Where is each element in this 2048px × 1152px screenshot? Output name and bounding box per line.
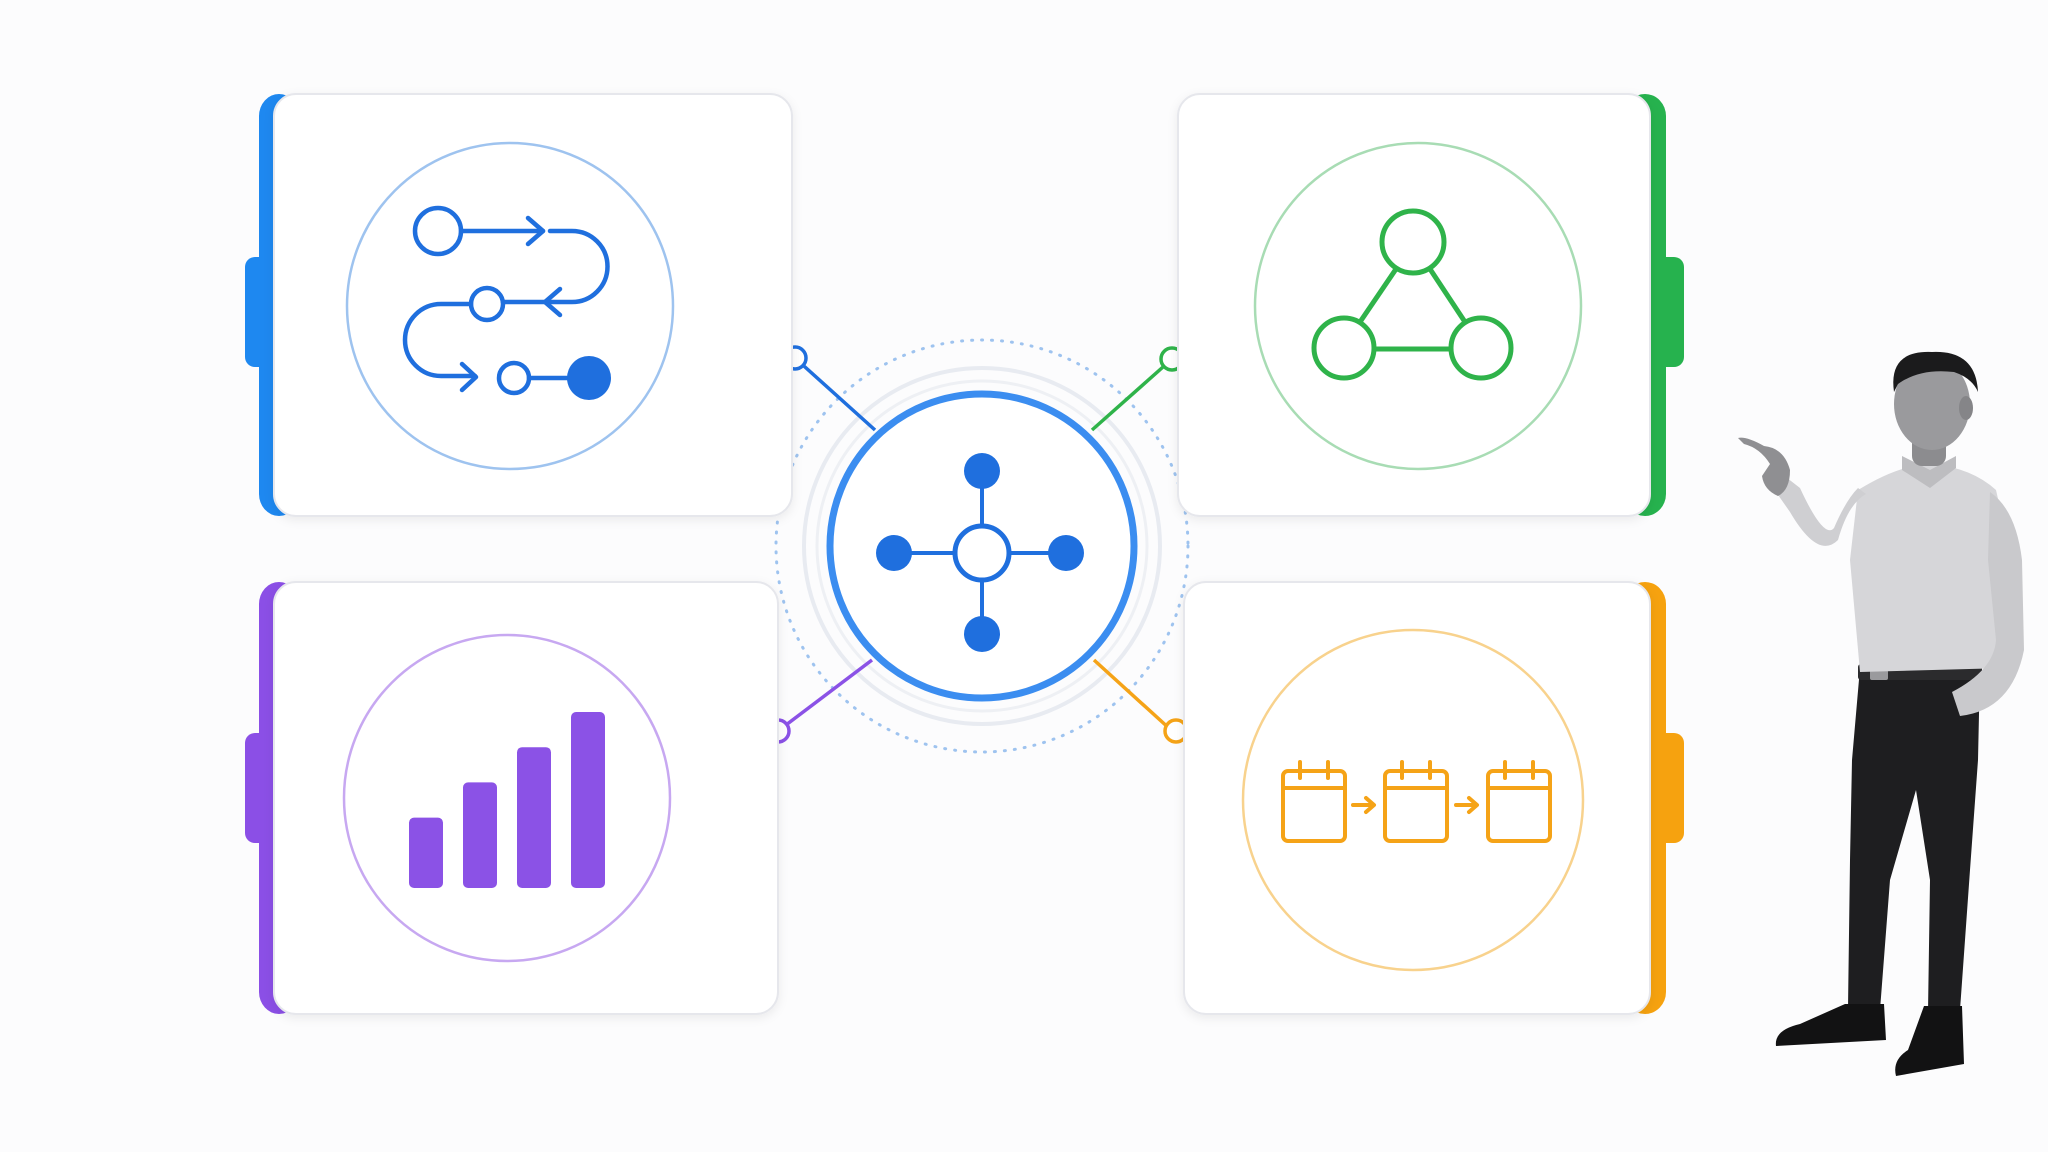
card-schedule-icon-circle xyxy=(1241,628,1585,972)
card-process-icon-circle xyxy=(345,141,675,471)
presenter-right-arm xyxy=(1952,492,2024,716)
card-network xyxy=(1177,93,1684,517)
presenter-right-shoe xyxy=(1895,1006,1964,1076)
presenter-pointing-hand xyxy=(1738,437,1790,496)
card-process xyxy=(245,93,793,517)
arrow-right-icon xyxy=(1351,796,1376,814)
calendar-icon xyxy=(1281,760,1347,843)
presenter-head xyxy=(1894,358,1970,450)
central-hub xyxy=(774,338,1190,754)
hub-outer-halo xyxy=(802,366,1162,726)
hub-dotted-halo xyxy=(774,338,1190,754)
card-analytics xyxy=(245,581,779,1015)
card-analytics-icon-circle xyxy=(342,633,672,963)
presenter-trousers xyxy=(1848,668,1980,1012)
presenter-ear xyxy=(1959,396,1973,420)
presenter-figure xyxy=(1738,351,2024,1076)
bar-2 xyxy=(463,782,497,888)
card-schedule-panel xyxy=(1183,581,1651,1015)
presenter-hair xyxy=(1893,351,1978,392)
arrow-right-icon xyxy=(1454,796,1479,814)
calendar-icon xyxy=(1486,760,1552,843)
card-network-panel xyxy=(1177,93,1651,517)
card-schedule xyxy=(1183,581,1684,1015)
bar-chart-icon xyxy=(409,712,605,888)
bar-3 xyxy=(517,747,551,888)
bar-1 xyxy=(409,817,443,888)
card-process-panel xyxy=(273,93,793,517)
presenter-left-arm xyxy=(1774,474,1866,546)
triangle-network-icon xyxy=(1311,208,1514,381)
card-network-icon-circle xyxy=(1253,141,1583,471)
presenter-left-shoe xyxy=(1775,1004,1886,1046)
calendar-icon xyxy=(1383,760,1449,843)
presenter-collar xyxy=(1902,456,1956,488)
hub-inner-halo xyxy=(815,379,1149,713)
presenter-shirt xyxy=(1850,464,2012,672)
hub-network-icon xyxy=(876,453,1084,652)
process-flow-icon xyxy=(402,205,611,400)
calendar-sequence-icon xyxy=(1281,760,1552,843)
bar-4 xyxy=(571,712,605,888)
